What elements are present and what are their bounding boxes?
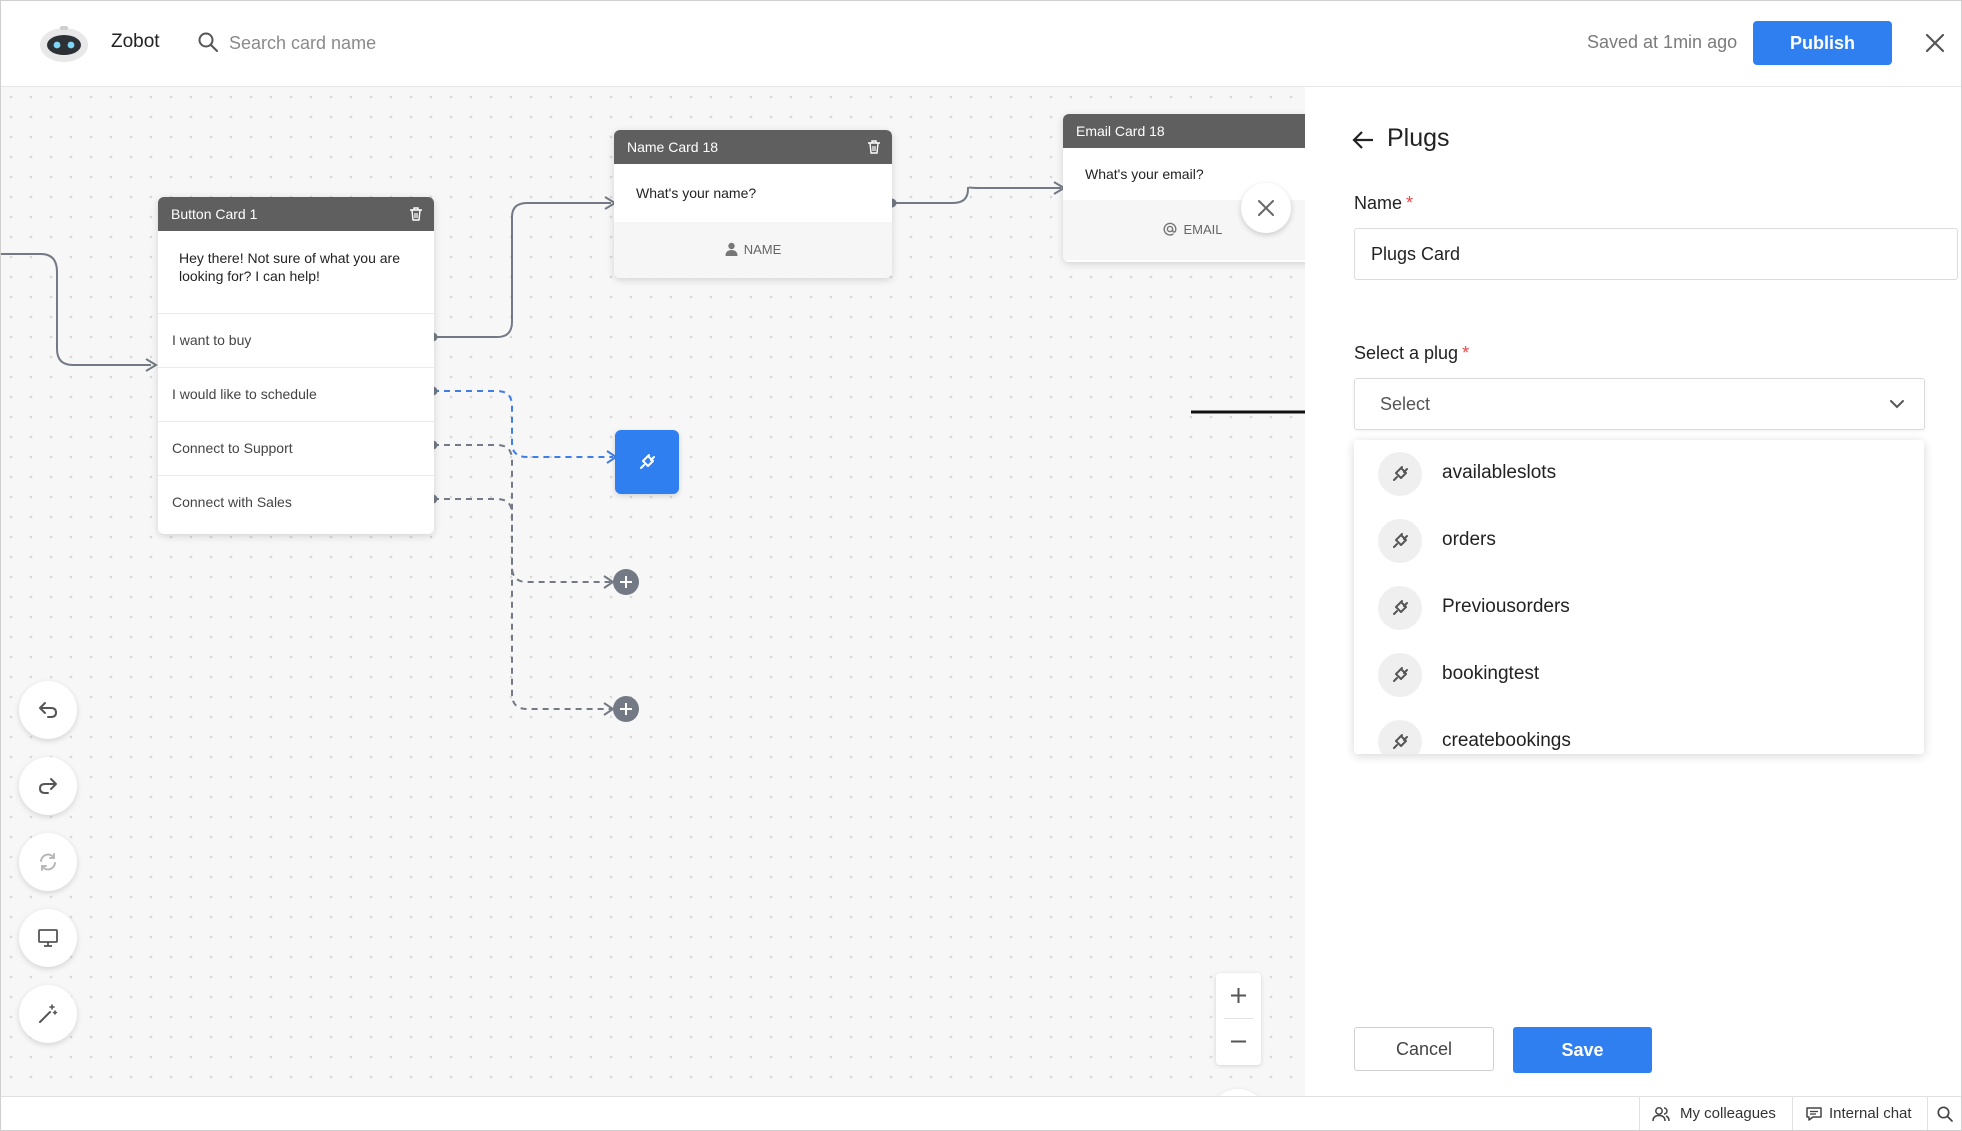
plugs-config-panel: Plugs Name* Select a plug* Select availa… bbox=[1305, 87, 1961, 1096]
preview-device-button[interactable] bbox=[19, 909, 77, 967]
email-card-header: Email Card 18 bbox=[1063, 114, 1323, 148]
plug-icon bbox=[1378, 720, 1422, 754]
bottom-status-bar: My colleagues Internal chat bbox=[1, 1096, 1961, 1130]
bot-logo-icon bbox=[40, 26, 88, 62]
refresh-icon bbox=[40, 853, 56, 871]
select-plug-label: Select a plug* bbox=[1354, 343, 1470, 363]
app-name: Zobot bbox=[111, 31, 160, 52]
email-card[interactable]: Email Card 18 What's your email? EMAIL bbox=[1063, 114, 1323, 262]
cancel-button[interactable]: Cancel bbox=[1354, 1027, 1494, 1071]
name-label: Name* bbox=[1354, 193, 1414, 213]
auto-arrange-button[interactable] bbox=[19, 985, 77, 1043]
plug-icon bbox=[1378, 653, 1422, 697]
name-field-label: NAME bbox=[743, 242, 782, 257]
name-card-header: Name Card 18 bbox=[614, 130, 892, 164]
chevron-down-icon bbox=[1890, 400, 1904, 409]
close-icon bbox=[1258, 200, 1274, 216]
plug-option[interactable]: orders bbox=[1354, 507, 1924, 574]
button-card[interactable]: Button Card 1 Hey there! Not sure of wha… bbox=[158, 197, 434, 534]
plug-select-value: Select bbox=[1380, 394, 1431, 414]
close-icon[interactable] bbox=[1922, 30, 1948, 56]
plug-option-label: Previousorders bbox=[1442, 596, 1570, 617]
panel-title: Plugs bbox=[1387, 124, 1450, 152]
search-card-input[interactable] bbox=[227, 27, 551, 59]
my-colleagues-button[interactable]: My colleagues bbox=[1639, 1097, 1793, 1130]
at-icon bbox=[1164, 222, 1177, 236]
back-arrow-icon[interactable] bbox=[1351, 129, 1375, 151]
flow-canvas[interactable]: Button Card 1 Hey there! Not sure of wha… bbox=[1, 87, 1342, 1130]
saved-status: Saved at 1min ago bbox=[1587, 32, 1738, 52]
undo-button[interactable] bbox=[19, 681, 77, 739]
colleagues-icon bbox=[1652, 1107, 1670, 1122]
publish-button[interactable]: Publish bbox=[1753, 21, 1892, 65]
plug-option[interactable]: bookingtest bbox=[1354, 641, 1924, 708]
plug-icon bbox=[1378, 586, 1422, 630]
button-option[interactable]: I would like to schedule bbox=[158, 367, 434, 421]
monitor-icon bbox=[38, 929, 58, 947]
name-card-message: What's your name? bbox=[636, 185, 757, 201]
save-button[interactable]: Save bbox=[1513, 1027, 1652, 1073]
button-option[interactable]: Connect to Support bbox=[158, 421, 434, 475]
top-bar: Zobot Saved at 1min ago Publish bbox=[1, 1, 1961, 87]
name-card-title: Name Card 18 bbox=[627, 139, 719, 155]
search-icon bbox=[1937, 1106, 1953, 1122]
trash-icon[interactable] bbox=[866, 139, 882, 155]
zoom-in-icon bbox=[1231, 988, 1246, 1003]
plug-card-node[interactable] bbox=[615, 430, 679, 494]
add-card-button[interactable] bbox=[613, 696, 639, 722]
zoom-out-button[interactable] bbox=[1216, 1019, 1261, 1064]
required-mark: * bbox=[1406, 193, 1414, 213]
plug-option-label: createbookings bbox=[1442, 730, 1571, 751]
plug-option[interactable]: availableslots bbox=[1354, 440, 1924, 507]
plug-select[interactable]: Select bbox=[1354, 378, 1925, 430]
add-card-button[interactable] bbox=[613, 569, 639, 595]
button-card-message: Hey there! Not sure of what you are look… bbox=[179, 250, 400, 284]
plug-option-label: availableslots bbox=[1442, 462, 1557, 483]
trash-icon[interactable] bbox=[408, 206, 424, 222]
redo-icon bbox=[39, 778, 57, 794]
button-card-header: Button Card 1 bbox=[158, 197, 434, 231]
button-option[interactable]: Connect with Sales bbox=[158, 475, 434, 529]
email-field-label: EMAIL bbox=[1183, 222, 1223, 237]
plug-icon bbox=[640, 454, 655, 469]
footer-search-button[interactable] bbox=[1927, 1097, 1961, 1130]
button-option[interactable]: I want to buy bbox=[158, 313, 434, 367]
internal-chat-label: Internal chat bbox=[1829, 1105, 1912, 1122]
plug-icon bbox=[1378, 519, 1422, 563]
search-icon[interactable] bbox=[197, 31, 219, 53]
zoom-in-button[interactable] bbox=[1216, 973, 1261, 1018]
required-mark: * bbox=[1462, 343, 1470, 363]
refresh-button[interactable] bbox=[19, 833, 77, 891]
plug-icon bbox=[1378, 452, 1422, 496]
zoom-divider bbox=[1224, 1018, 1253, 1019]
plug-option[interactable]: Previousorders bbox=[1354, 574, 1924, 641]
plug-option-label: bookingtest bbox=[1442, 663, 1540, 684]
card-name-input[interactable] bbox=[1354, 228, 1958, 280]
magic-wand-icon bbox=[39, 1004, 58, 1023]
name-field-row: NAME bbox=[614, 222, 892, 278]
zoom-controls bbox=[1216, 973, 1261, 1065]
plug-option[interactable]: createbookings bbox=[1354, 708, 1924, 754]
internal-chat-button[interactable]: Internal chat bbox=[1792, 1097, 1928, 1130]
close-panel-button[interactable] bbox=[1241, 183, 1291, 233]
chat-icon bbox=[1806, 1107, 1822, 1121]
name-card[interactable]: Name Card 18 What's your name? NAME bbox=[614, 130, 892, 278]
zoom-out-icon bbox=[1231, 1040, 1246, 1043]
email-card-title: Email Card 18 bbox=[1076, 123, 1165, 139]
button-card-title: Button Card 1 bbox=[171, 206, 258, 222]
plug-option-label: orders bbox=[1442, 529, 1496, 550]
user-icon bbox=[725, 242, 738, 256]
my-colleagues-label: My colleagues bbox=[1680, 1105, 1776, 1122]
email-card-message: What's your email? bbox=[1085, 166, 1204, 182]
undo-icon bbox=[39, 702, 57, 718]
redo-button[interactable] bbox=[19, 757, 77, 815]
plug-dropdown-list: availableslots orders Previousorders boo… bbox=[1354, 440, 1924, 754]
